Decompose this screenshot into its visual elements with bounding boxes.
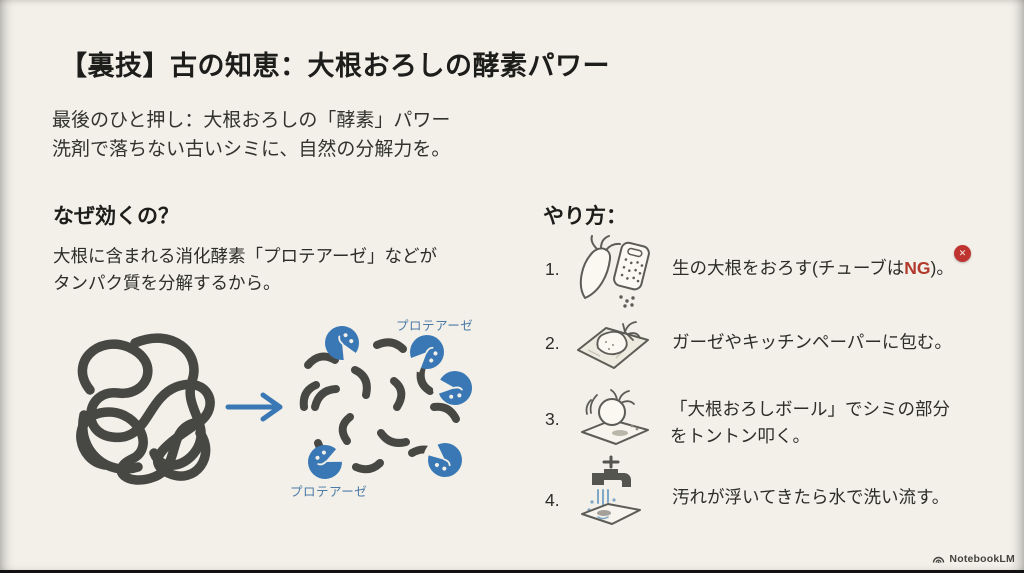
enzyme-blob-icon: [423, 440, 462, 477]
step-3-number: 3.: [545, 409, 560, 429]
page-title: 【裏技】古の知恵：大根おろしの酵素パワー: [60, 51, 610, 81]
notebooklm-logo-icon: [933, 556, 945, 564]
enzyme-label-top: プロテアーゼ: [396, 319, 474, 333]
step-3-text: 「大根おろしボール」でシミの部分 をトントン叩く。: [670, 396, 950, 450]
step-4-text: 汚れが浮いてきたら水で洗い流す。: [672, 487, 950, 507]
why-body-line-2: タンパク質を分解するから。: [53, 273, 281, 293]
subtitle-line-2: 洗剤で落ちない古いシミに、自然の分解力を。: [52, 139, 451, 160]
enzyme-blob-icon: [325, 326, 360, 365]
tapping-ball-icon: [581, 389, 649, 445]
step-3-text-line-1: 「大根おろしボール」でシミの部分: [670, 399, 950, 419]
step-1-text-pre: 生の大根をおろす(チューブは: [672, 258, 905, 278]
ng-badge-x: ✕: [958, 248, 967, 258]
enzyme-label-bottom: プロテアーゼ: [290, 485, 368, 499]
daikon-grater-icon: [579, 235, 650, 308]
why-body: 大根に含まれる消化酵素「プロテアーゼ」などが タンパク質を分解するから。: [53, 243, 437, 297]
step-3-text-line-2: をトントン叩く。: [670, 426, 810, 446]
step-1-number: 1.: [545, 259, 560, 279]
watermark: NotebookLM: [932, 552, 1015, 565]
protein-enzyme-diagram: プロテアーゼ プロテアーゼ: [50, 315, 525, 520]
why-body-line-1: 大根に含まれる消化酵素「プロテアーゼ」などが: [53, 246, 437, 266]
protein-fragments: [299, 338, 460, 474]
watermark-text: NotebookLM: [949, 552, 1015, 565]
how-heading: やり方：: [543, 205, 627, 228]
why-heading: なぜ効くの？: [53, 205, 179, 228]
enzyme-blob-icon: [406, 335, 444, 373]
arrow-right-icon: [225, 392, 283, 422]
enzyme-blob-icon: [432, 371, 472, 405]
ng-badge-icon: ✕: [954, 245, 971, 262]
step-2-text: ガーゼやキッチンペーパーに包む。: [672, 332, 952, 352]
step-1-text: 生の大根をおろす(チューブはNG)。: [672, 255, 954, 282]
subtitle: 最後のひと押し：大根おろしの「酵素」パワー 洗剤で落ちない古いシミに、自然の分解…: [52, 106, 450, 164]
faucet-rinse-icon: [581, 455, 641, 525]
gauze-bundle-icon: [577, 321, 649, 369]
step-2-number: 2.: [545, 333, 560, 353]
protein-tangle-illustration: [76, 333, 215, 485]
step-1-text-post: )。: [930, 258, 954, 278]
subtitle-line-1: 最後のひと押し：大根おろしの「酵素」パワー: [52, 110, 451, 131]
step-1-ng-highlight: NG: [904, 258, 931, 278]
step-4-number: 4.: [545, 490, 560, 510]
enzyme-blob-icon: [308, 445, 347, 479]
